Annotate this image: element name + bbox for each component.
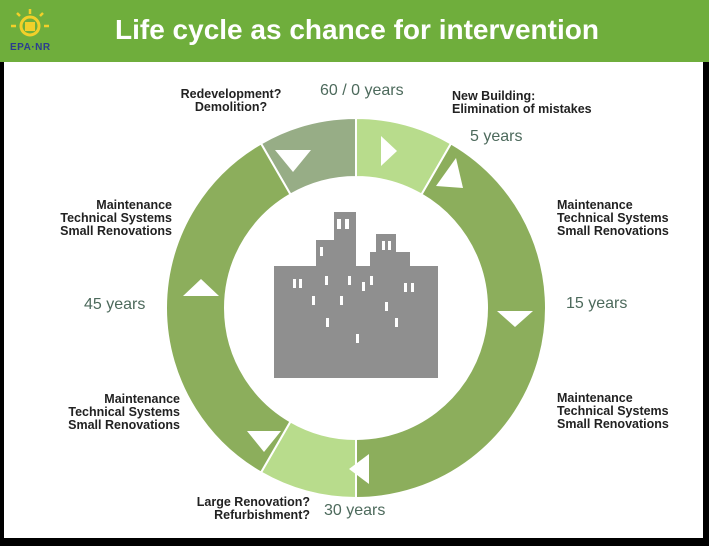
arrow-right-icon xyxy=(381,136,397,166)
label-line: Small Renovations xyxy=(557,224,669,238)
label-line: Technical Systems xyxy=(68,405,180,419)
frame-bottom xyxy=(0,538,709,546)
frame-left xyxy=(0,62,4,546)
arrow-down-icon xyxy=(497,311,533,327)
label-line: Demolition? xyxy=(194,100,268,114)
arrow-up-icon xyxy=(183,279,219,296)
label-line: Large Renovation? xyxy=(196,495,310,509)
label-maintenance-left-top: Maintenance Technical Systems Small Reno… xyxy=(30,199,172,238)
year-label-30: 30 years xyxy=(324,502,386,519)
logo-sun-icon xyxy=(11,9,49,37)
label-line: Maintenance xyxy=(557,391,633,405)
year-label-45: 45 years xyxy=(84,296,146,313)
label-line: Small Renovations xyxy=(557,417,669,431)
year-label-5: 5 years xyxy=(470,128,523,145)
label-line: Refurbishment? xyxy=(214,508,310,522)
year-label-top: 60 / 0 years xyxy=(320,82,404,99)
label-line: Maintenance xyxy=(96,198,172,212)
label-line: New Building: xyxy=(452,89,536,103)
label-large-renovation: Large Renovation? Refurbishment? xyxy=(150,496,310,522)
label-line: Elimination of mistakes xyxy=(452,102,592,116)
arrow-left-icon xyxy=(349,454,369,484)
label-line: Technical Systems xyxy=(557,211,669,225)
label-maintenance-right-bottom: Maintenance Technical Systems Small Reno… xyxy=(557,392,669,431)
label-redevelopment: Redevelopment? Demolition? xyxy=(168,88,294,114)
frame-right xyxy=(703,62,709,546)
slide-title: Life cycle as chance for intervention xyxy=(115,14,599,45)
label-line: Maintenance xyxy=(104,392,180,406)
label-line: Small Renovations xyxy=(68,418,180,432)
label-maintenance-left-bottom: Maintenance Technical Systems Small Reno… xyxy=(38,393,180,432)
year-label-15: 15 years xyxy=(566,295,628,312)
label-new-building: New Building: Elimination of mistakes xyxy=(452,90,592,116)
label-line: Technical Systems xyxy=(557,404,669,418)
label-line: Technical Systems xyxy=(60,211,172,225)
ring-segments xyxy=(165,116,547,500)
building-windows xyxy=(293,219,414,343)
arrow-down-left-icon xyxy=(247,431,281,452)
arrow-down-top-icon xyxy=(275,150,311,172)
logo-text: EPA·NR xyxy=(10,42,51,53)
arrow-down-right-icon xyxy=(436,158,463,188)
label-line: Maintenance xyxy=(557,198,633,212)
label-maintenance-right-top: Maintenance Technical Systems Small Reno… xyxy=(557,199,669,238)
label-line: Small Renovations xyxy=(60,224,172,238)
label-line: Redevelopment? xyxy=(180,87,282,101)
epanr-logo: EPA·NR xyxy=(8,6,58,56)
title-bar: EPA·NR Life cycle as chance for interven… xyxy=(0,0,709,62)
ring-arrows xyxy=(183,136,533,484)
